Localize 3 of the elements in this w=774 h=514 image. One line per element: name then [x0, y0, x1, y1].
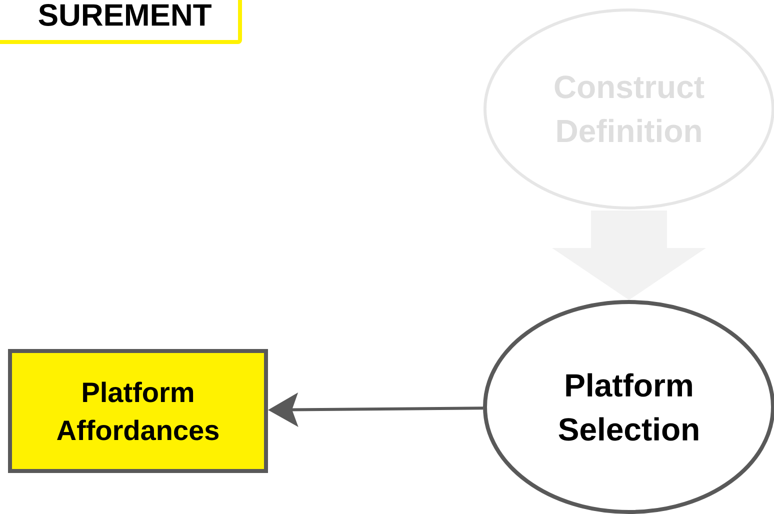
title-box: SUREMENT: [0, 0, 242, 44]
block-arrow: [552, 210, 706, 300]
process-box: Platform Affordances: [8, 349, 268, 473]
